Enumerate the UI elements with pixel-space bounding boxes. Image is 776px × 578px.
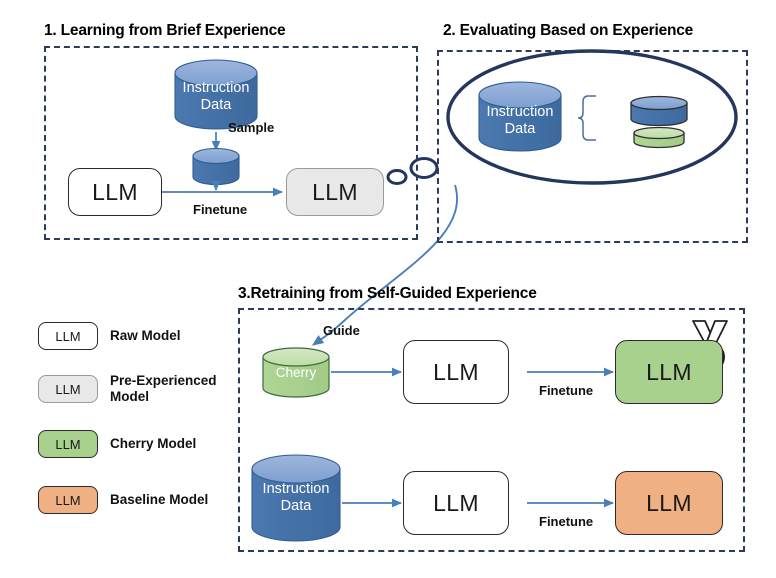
legend-chip-raw-model: LLM [38,322,98,350]
llm-raw-box-p1[interactable]: LLM [68,168,162,216]
legend-chip-cherry-model: LLM [38,430,98,458]
legend-chip-baseline-model: LLM [38,486,98,514]
llm-cherry-model-box[interactable]: LLM [615,340,723,404]
panel-1-title: 1. Learning from Brief Experience [44,22,286,39]
cylinder-scored-green-p2 [633,126,685,149]
brace-icon [577,95,596,141]
cylinder-instruction-data-p2 [478,81,562,152]
legend-label-cherry-model: Cherry Model [110,436,197,451]
llm-pre-experienced-box-p1[interactable]: LLM [286,168,384,216]
cylinder-cherry-label: Cherry [275,365,317,380]
legend-label-pre-experienced-model: Pre-Experienced Model [110,373,217,404]
cylinder-cherry [262,347,330,398]
cylinder-instruction-data-p1-label: Instruction Data [182,80,250,113]
edge-label-finetune-row2: Finetune [539,514,594,529]
legend-label-raw-model: Raw Model [110,328,181,343]
llm-raw-box-row2[interactable]: LLM [403,471,509,535]
cylinder-instruction-data-p1 [174,59,258,130]
cylinder-instruction-data-p2-label: Instruction Data [486,104,554,137]
edge-label-finetune-row1: Finetune [539,383,594,398]
cylinder-scored-blue-p2 [630,95,688,127]
cylinder-instruction-data-p3-label: Instruction Data [262,481,330,514]
edge-label-finetune-p1: Finetune [193,202,248,217]
bubble-tail-small [386,169,408,185]
panel-2-frame [437,50,748,243]
panel-1-frame [44,46,418,240]
panel-3-frame [238,308,745,552]
panel-3-title: 3.Retraining from Self-Guided Experience [238,285,537,302]
arrow-guide [312,184,458,346]
llm-raw-box-row1[interactable]: LLM [403,340,509,404]
llm-baseline-model-box[interactable]: LLM [615,471,723,535]
edge-label-sample: Sample [228,120,275,135]
edge-label-guide: Guide [323,323,360,338]
cylinder-instruction-data-p3 [251,454,341,542]
cylinder-sampled-data-p1 [192,147,240,186]
panel-2-title: 2. Evaluating Based on Experience [443,22,694,39]
legend-label-baseline-model: Baseline Model [110,492,209,507]
legend-chip-pre-experienced-model: LLM [38,375,98,403]
